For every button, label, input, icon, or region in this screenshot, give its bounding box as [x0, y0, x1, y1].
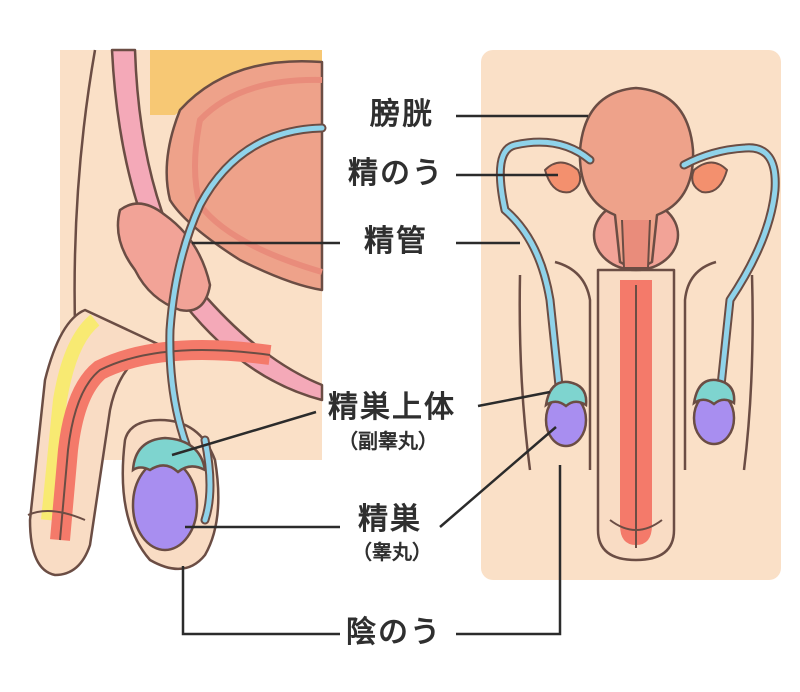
- prostate-side: [116, 202, 212, 312]
- testes-front: [544, 378, 736, 448]
- vas-deferens-side: [165, 123, 327, 525]
- leader-lines: [171, 114, 588, 636]
- epididymis-left-leader: [171, 410, 317, 457]
- label-seminal-vesicle: 精のう: [348, 156, 444, 191]
- testis-side: [131, 458, 199, 552]
- scrotum-leader: [181, 566, 340, 636]
- label-testis-sub: （睾丸）: [352, 540, 432, 564]
- right-thigh-outline: [742, 274, 754, 471]
- epididymis-right-leader: [477, 390, 551, 408]
- label-testis: 精巣: [358, 502, 422, 537]
- yellow-corpus: [41, 314, 100, 521]
- label-bladder: 膀胱: [370, 97, 434, 132]
- seminal-vesicle-right: [691, 161, 728, 194]
- epididymis-left-front: [544, 380, 588, 408]
- label-vas-deferens: 精管: [364, 224, 428, 259]
- testis-right-leader: [439, 426, 557, 528]
- label-epididymis-sub: （副睾丸）: [338, 429, 438, 453]
- seminal-vesicle-left: [544, 161, 582, 194]
- right-inner-thigh: [683, 260, 717, 470]
- front-view-body: [518, 86, 754, 562]
- epididymis-right-front: [692, 378, 736, 406]
- urethra-side-line: [59, 349, 271, 541]
- left-thigh-outline: [518, 274, 532, 471]
- left-inner-thigh: [554, 260, 592, 470]
- glans-side: [27, 510, 86, 521]
- epididymis-side: [131, 436, 207, 474]
- vas-deferens-front: [495, 137, 780, 400]
- scrotum-right-leader: [456, 465, 562, 636]
- label-scrotum: 陰のう: [346, 615, 442, 650]
- label-epididymis: 精巣上体: [328, 390, 456, 425]
- bladder-neck-front: [621, 219, 651, 269]
- glans-outline: [609, 519, 663, 531]
- testis-side-group: [131, 436, 207, 552]
